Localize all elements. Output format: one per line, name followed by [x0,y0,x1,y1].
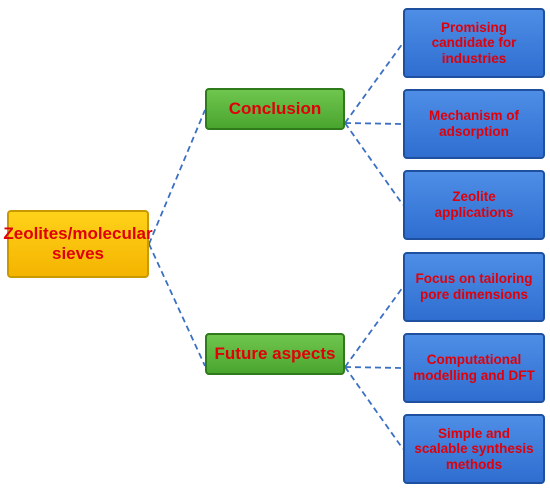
connector-future-leaf-1 [344,366,404,369]
branch-label-conclusion: Conclusion [228,99,322,119]
connector-future-leaf-0 [344,286,404,368]
leaf-node-synthesis-methods: Simple and scalable synthesis methods [403,414,545,484]
connector-future-leaf-2 [344,366,404,450]
leaf-label: Promising candidate for industries [431,19,517,66]
connector-conclusion-leaf-2 [344,122,404,206]
leaf-label: Simple and scalable synthesis methods [414,425,534,472]
branch-node-future-aspects: Future aspects [205,333,345,375]
connector-root-future [148,243,206,367]
connector-conclusion-leaf-1 [344,122,404,125]
leaf-node-computational-modelling: Computational modelling and DFT [403,333,545,403]
leaf-label: Focus on tailoring pore dimensions [415,271,533,302]
leaf-label: Computational modelling and DFT [413,352,535,383]
leaf-label: Zeolite applications [434,189,514,220]
connector-root-conclusion [148,109,206,245]
branch-node-conclusion: Conclusion [205,88,345,130]
connector-conclusion-leaf-0 [344,42,404,124]
branch-label-future-aspects: Future aspects [214,344,336,364]
root-label: Zeolites/molecular sieves [3,224,153,263]
leaf-node-promising-candidate: Promising candidate for industries [403,8,545,78]
leaf-node-mechanism-of-adsorption: Mechanism of adsorption [403,89,545,159]
root-node: Zeolites/molecular sieves [3,210,153,278]
leaf-label: Mechanism of adsorption [428,108,520,139]
leaf-node-tailoring-pore-dimensions: Focus on tailoring pore dimensions [403,252,545,322]
leaf-node-zeolite-applications: Zeolite applications [403,170,545,240]
